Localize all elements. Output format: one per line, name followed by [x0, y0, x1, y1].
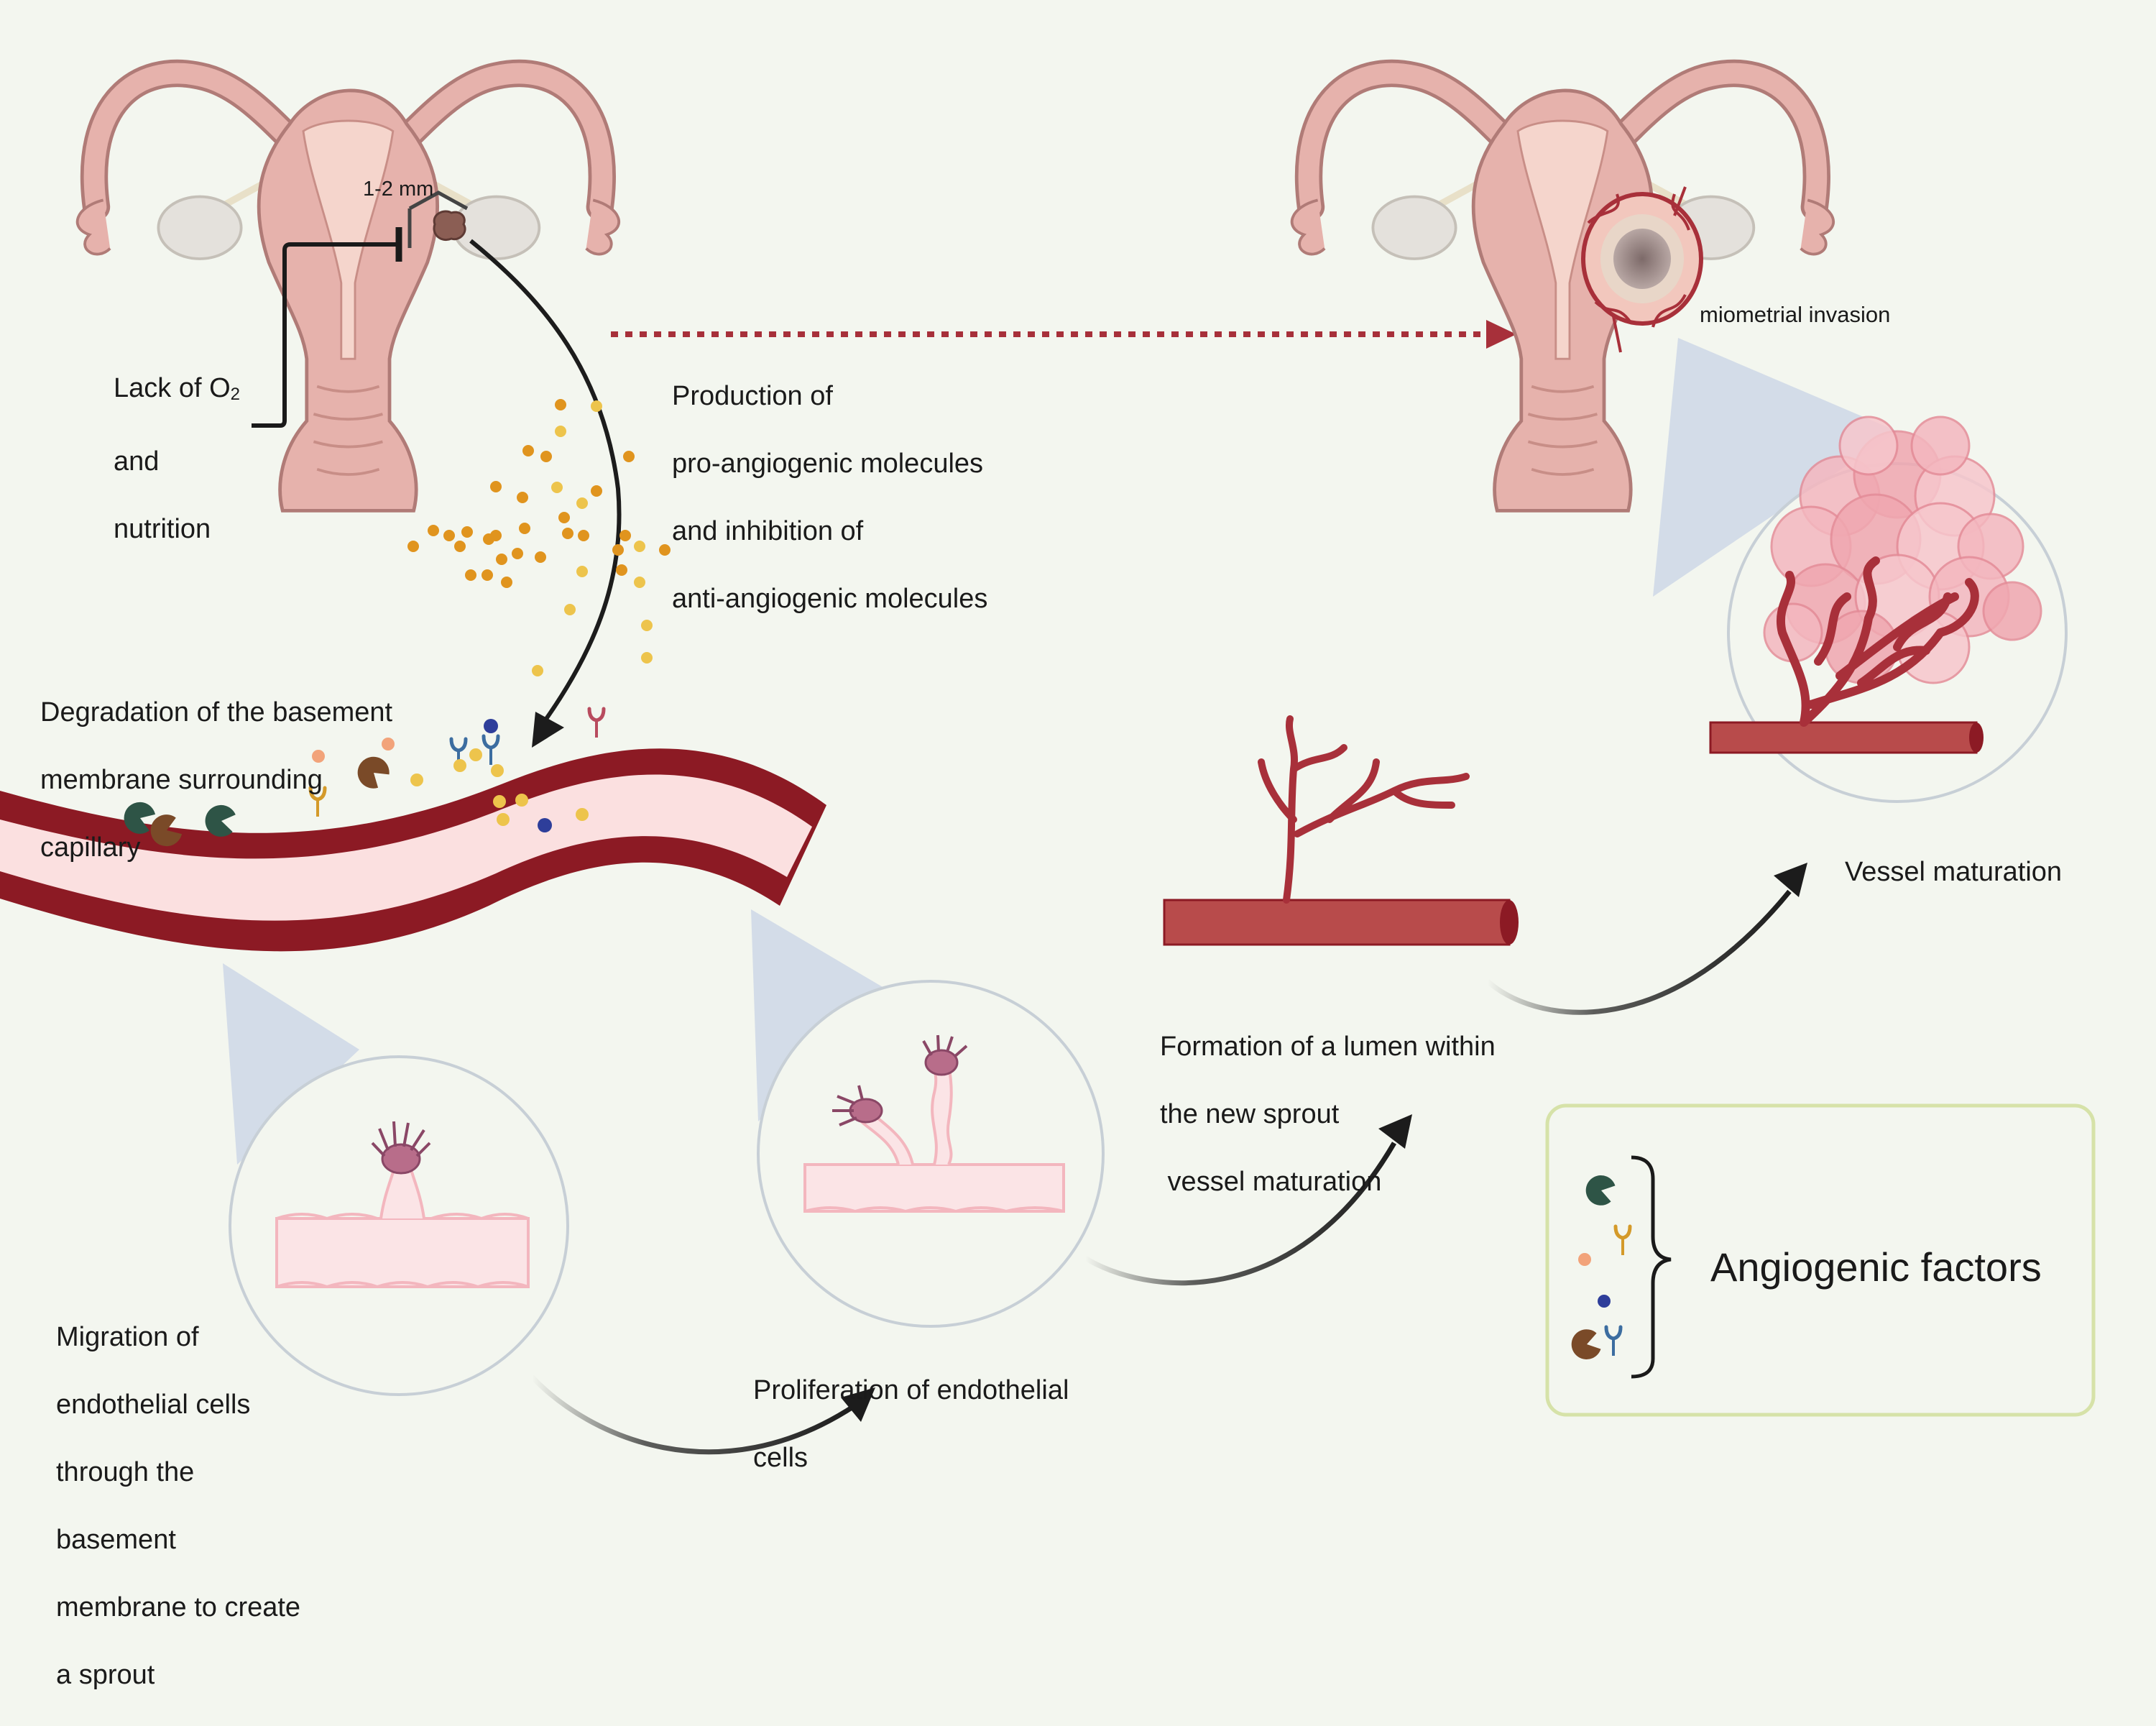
- proliferation-cell-illustration: [803, 1034, 1065, 1213]
- angiogenic-molecules-cloud: [407, 399, 671, 676]
- angiogenic-molecule-dot: [454, 541, 466, 552]
- angiogenic-molecule-dot: [540, 451, 552, 462]
- angiogenic-molecule-dot: [407, 541, 419, 552]
- angiogenic-molecule-dot: [490, 481, 502, 492]
- tumor-mass-illustration: [1763, 416, 2042, 684]
- angiogenic-molecule-dot: [512, 548, 523, 559]
- miometrial-invasion-label: miometrial invasion: [1700, 302, 1891, 327]
- angiogenic-molecule-dot: [555, 399, 566, 410]
- angiogenic-molecule-dot: [551, 482, 563, 493]
- tumor-cell-blob: [1910, 416, 1971, 476]
- zoom-cone-migration: [223, 963, 359, 1165]
- angiogenic-molecule-dot: [616, 564, 627, 576]
- capillary-vessel: [0, 748, 826, 952]
- zoom-cone-tumor: [1653, 338, 1897, 597]
- angiogenic-molecule-dot: [522, 445, 534, 456]
- angiogenic-molecule-dot: [612, 544, 624, 556]
- growth-arrow: [469, 239, 622, 720]
- angiogenic-molecule-dot: [501, 577, 512, 588]
- angiogenic-molecule-dot: [532, 665, 543, 676]
- tumor-cell-blob: [1838, 416, 1899, 476]
- legend-title: Angiogenic factors: [1710, 1244, 2042, 1290]
- angiogenic-molecule-dot: [443, 530, 455, 541]
- angiogenic-molecule-dot: [482, 569, 493, 581]
- lumen-formation-label: Formation of a lumen within the new spro…: [1160, 1032, 1496, 1197]
- angiogenic-molecule-dot: [591, 485, 602, 497]
- angiogenic-molecule-dot: [465, 569, 476, 581]
- angiogenic-molecule-dot: [562, 528, 573, 539]
- angiogenic-molecule-dot: [576, 566, 588, 577]
- angiogenic-molecule-dot: [634, 541, 645, 552]
- proliferation-zoom-circle: [757, 980, 1105, 1328]
- tumor-cell-blob: [1982, 581, 2042, 641]
- angiogenic-molecule-dot: [490, 530, 502, 541]
- angiogenic-molecule-dot: [576, 497, 588, 509]
- angiogenic-molecule-dot: [659, 544, 671, 556]
- tumor-vessels-illustration: [1709, 556, 1984, 754]
- lack-of-oxygen-label: Lack of O2 and nutrition: [114, 373, 240, 544]
- angiogenic-molecule-dot: [634, 577, 645, 588]
- inhibition-connector: [252, 242, 399, 428]
- angiogenic-molecule-dot: [641, 620, 653, 631]
- production-label: Production of pro-angiogenic molecules a…: [672, 381, 988, 614]
- angiogenic-molecule-dot: [496, 554, 507, 565]
- angiogenic-molecule-dot: [619, 530, 631, 541]
- invasive-tumor-icon: [1581, 186, 1703, 353]
- process-arrows: [530, 863, 1807, 1455]
- angiogenic-molecule-dot: [461, 526, 473, 538]
- angiogenesis-diagram: 1-2 mm: [0, 0, 2096, 1455]
- angiogenic-molecule-dot: [623, 451, 635, 462]
- vessel-maturation-label: Vessel maturation: [1845, 857, 2063, 887]
- angiogenic-molecule-dot: [558, 512, 570, 523]
- angiogenic-molecule-dot: [641, 652, 653, 664]
- angiogenic-molecule-dot: [517, 492, 528, 503]
- proliferation-label: Proliferation of endothelial cells: [753, 1375, 1069, 1473]
- legend-box: Angiogenic factors: [1545, 1103, 2096, 1417]
- small-tumor-icon: [407, 190, 469, 248]
- angiogenic-molecule-dot: [555, 426, 566, 437]
- capillary-angiogenic-factors: [119, 709, 604, 851]
- angiogenic-molecule-dot: [519, 523, 530, 534]
- angiogenic-molecule-dot: [591, 400, 602, 412]
- angiogenic-molecule-dot: [428, 525, 439, 536]
- legend-orange-dot-icon: [1578, 1253, 1591, 1266]
- angiogenic-molecule-dot: [535, 551, 546, 563]
- migration-cell-illustration: [275, 1121, 530, 1289]
- migration-label: Migration of endothelial cells through t…: [56, 1322, 301, 1690]
- size-marker-label: 1-2 mm: [363, 178, 433, 201]
- degradation-label: Degradation of the basement membrane sur…: [40, 697, 393, 863]
- legend-blue-dot-icon: [1598, 1295, 1611, 1308]
- angiogenic-molecule-dot: [578, 530, 589, 541]
- sprout-vessel-illustration: [1163, 715, 1519, 946]
- angiogenic-molecule-dot: [564, 604, 576, 615]
